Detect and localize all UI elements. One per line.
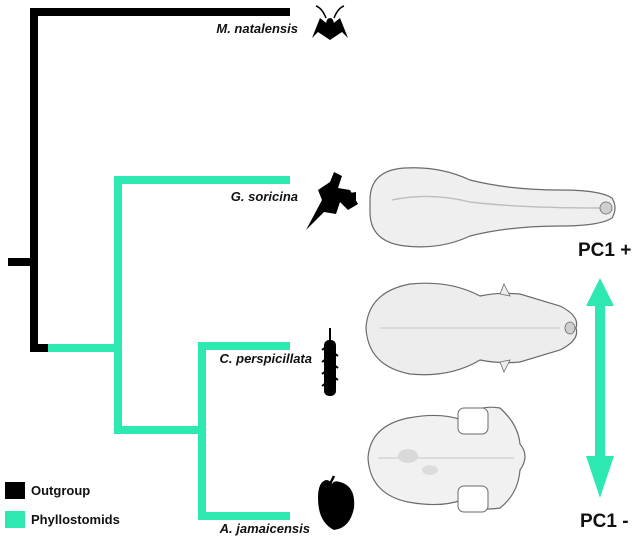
phyllostomid-vertical-branch	[114, 176, 122, 434]
taxon-label-a-jamaicensis: A. jamaicensis	[219, 521, 310, 536]
stenodermatine-stem	[114, 426, 206, 434]
pc1-positive-label: PC1 +	[578, 240, 632, 261]
taxon-label-m-natalensis: M. natalensis	[216, 21, 298, 36]
phyllostomid-branches	[48, 176, 290, 520]
legend-swatch-phyllostomids	[5, 511, 25, 528]
pc1-arrow-head-down	[586, 456, 614, 498]
taxon-label-c-perspicillata: C. perspicillata	[219, 351, 312, 366]
root-stub	[8, 258, 36, 266]
a-jamaicensis-branch	[198, 512, 290, 520]
outgroup-branches	[8, 8, 290, 352]
root-vertical-branch	[30, 8, 38, 352]
g-soricina-branch	[114, 176, 290, 184]
stenodermatine-vertical-branch	[198, 342, 206, 520]
pc1-axis-arrow	[586, 278, 614, 498]
pc1-arrow-head-up	[586, 278, 614, 306]
ingroup-stem-teal	[48, 344, 122, 352]
ingroup-stem-black	[30, 344, 48, 352]
moth-icon	[312, 5, 348, 40]
taxon-label-g-soricina: G. soricina	[230, 189, 298, 204]
skull-g-soricina	[369, 167, 616, 248]
legend-label-outgroup: Outgroup	[31, 483, 91, 498]
legend-label-phyllostomids: Phyllostomids	[31, 512, 120, 527]
skull-c-perspicillata	[365, 282, 578, 376]
m-natalensis-branch	[30, 8, 290, 16]
skull-a-jamaicensis	[367, 406, 526, 513]
pc1-negative-label: PC1 -	[580, 511, 629, 532]
legend-item-outgroup: Outgroup	[5, 482, 90, 499]
flower-icon	[306, 172, 358, 230]
legend-item-phyllostomids: Phyllostomids	[5, 511, 120, 528]
pc1-arrow-shaft	[595, 300, 605, 462]
piper-fruit-icon	[321, 328, 339, 396]
legend-swatch-outgroup	[5, 482, 25, 499]
fig-icon	[318, 475, 355, 530]
c-perspicillata-branch	[198, 342, 290, 350]
